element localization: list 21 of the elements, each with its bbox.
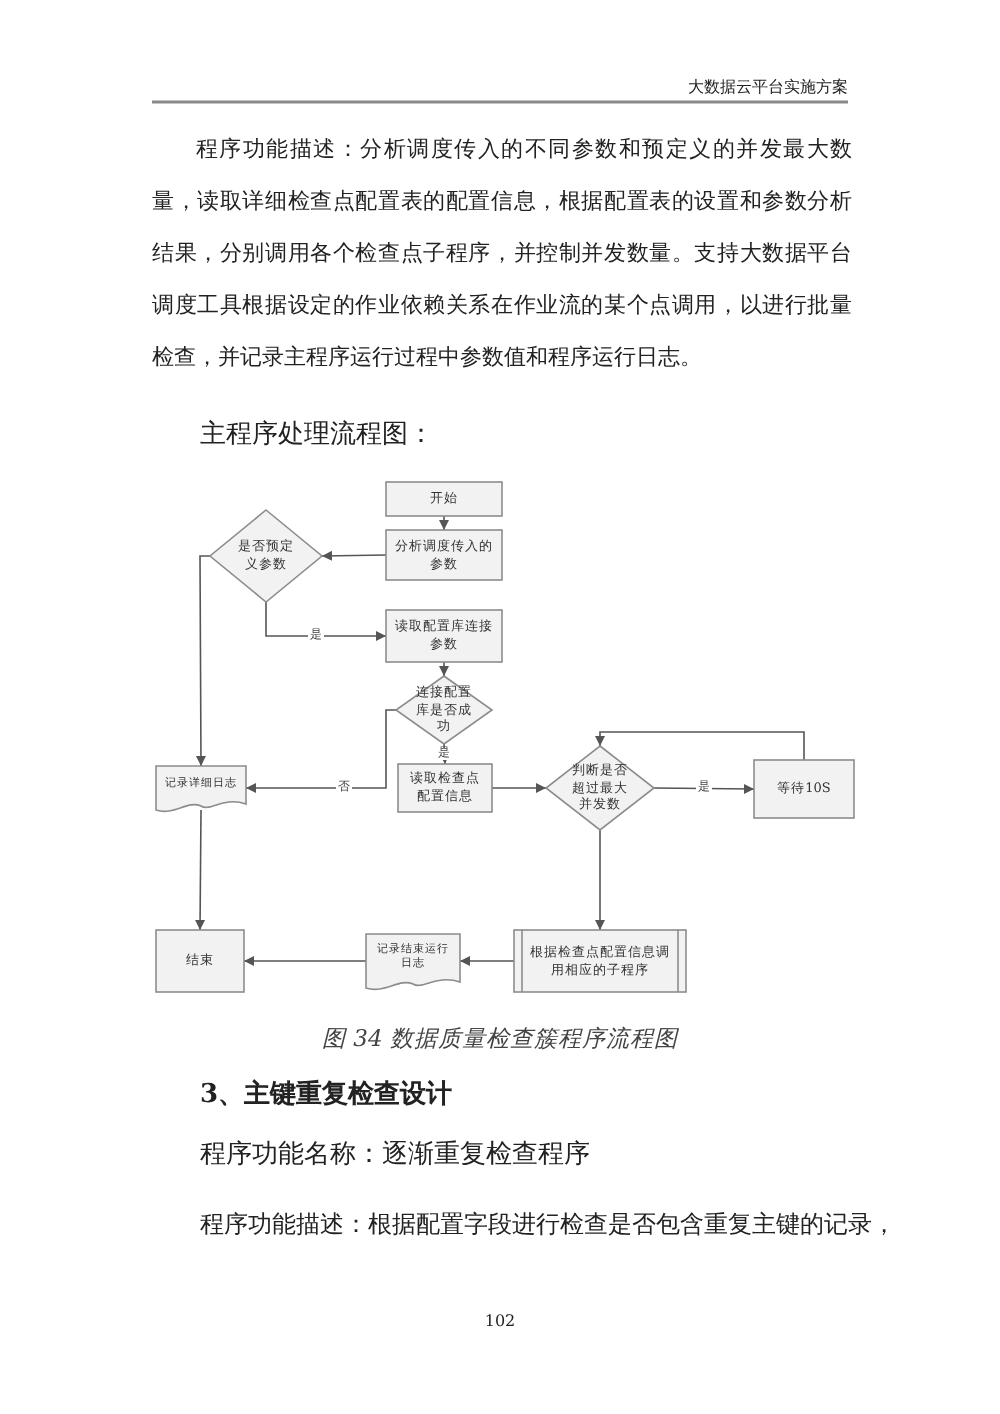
arrow (439, 515, 449, 531)
arrow (439, 661, 449, 677)
page-number: 102 (482, 1312, 518, 1333)
arrow (595, 731, 805, 761)
arrow (195, 555, 211, 767)
arrow (243, 956, 367, 966)
section-label: 主程序处理流程图： (200, 420, 436, 454)
arrow (491, 783, 547, 793)
header-text: 大数据云平台实施方案 (686, 78, 848, 99)
arrow (265, 601, 387, 641)
paragraph: 程序功能描述：分析调度传入的不同参数和预定义的并发最大数量，读取详细检查点配置表的配置信息，根据配置表的设置和参数分析结果，分别调用各个检查点子程序，并控制并发数量。支持大数据平台调度工具根据设定的作业依赖关系在作业流的某个点调用，以进行批量检查，并记录主程序运行过程中参数值和程序运行日志。 (152, 134, 852, 374)
arrow (245, 709, 397, 793)
arrow (595, 829, 605, 931)
figure-caption: 图 34 数据质量检查簇程序流程图 (320, 1024, 681, 1054)
paragraph: 程序功能名称：逐渐重复检查程序 (200, 1140, 592, 1174)
arrow (321, 550, 387, 561)
arrow (459, 956, 515, 966)
arrow (195, 809, 206, 931)
paragraph: 程序功能描述：根据配置字段进行检查是否包含重复主键的记录， (200, 1210, 898, 1242)
section-heading: 3、主键重复检查设计 (200, 1080, 455, 1114)
arrow (653, 783, 755, 794)
